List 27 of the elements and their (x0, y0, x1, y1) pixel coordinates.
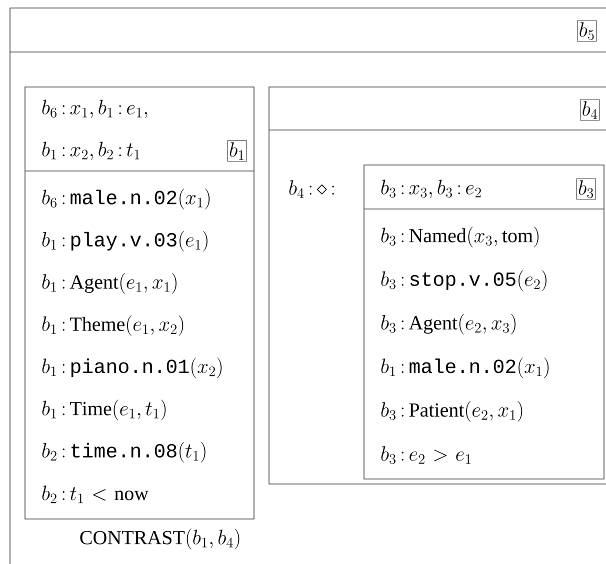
condition: $b_3 : e_2 \;>\; e_1$ (381, 446, 471, 464)
box-label: $b_4$ (580, 99, 600, 121)
condition: $b_6 : \texttt{male.n.02}(x_1)$ (42, 188, 210, 210)
drs-box (24, 86, 254, 520)
condition: $b_3 : \texttt{stop.v.05}(e_2)$ (381, 270, 546, 291)
box-label: $b_1$ (227, 140, 247, 162)
drs-box (364, 164, 604, 480)
relation-label: $\mathrm{CONTRAST}(b_1, b_4)$ (80, 528, 240, 550)
condition: $b_2 : \texttt{time.n.08}(t_1)$ (42, 442, 206, 463)
condition: $b_1 : \texttt{play.v.03}(e_1)$ (42, 230, 208, 252)
condition: $b_2 : t_1 \;<\; \mathrm{now}$ (42, 486, 149, 504)
modal-operator: $b_4 : \diamond :$ (289, 180, 334, 198)
condition: $b_1 : \texttt{piano.n.01}(x_2)$ (42, 357, 222, 378)
referent-list: $b_3 : x_3, b_3 : e_2$ (381, 180, 481, 198)
box-label: $b_3$ (576, 178, 596, 200)
condition: $b_3 : \mathrm{Patient}(e_2, x_1)$ (381, 401, 522, 422)
referent-list: $b_6 : x_1, b_1 : e_1,$ (42, 100, 148, 118)
condition: $b_3 : \mathrm{Agent}(e_2, x_3)$ (381, 314, 516, 335)
drs-box (268, 86, 606, 484)
condition: $b_1 : \texttt{male.n.02}(x_1)$ (381, 357, 549, 378)
referent-list: $b_1 : x_2, b_2 : t_1$ (42, 142, 140, 160)
drs-box (10, 8, 606, 564)
condition: $b_1 : \mathrm{Theme}(e_1, x_2)$ (42, 315, 184, 336)
condition: $b_1 : \mathrm{Agent}(e_1, x_1)$ (42, 273, 176, 294)
condition: $b_1 : \mathrm{Time}(e_1, t_1)$ (42, 400, 166, 420)
condition: $b_3 : \mathrm{Named}(x_3, \mathrm{tom})$ (381, 226, 539, 248)
box-label: $b_5$ (577, 20, 597, 42)
